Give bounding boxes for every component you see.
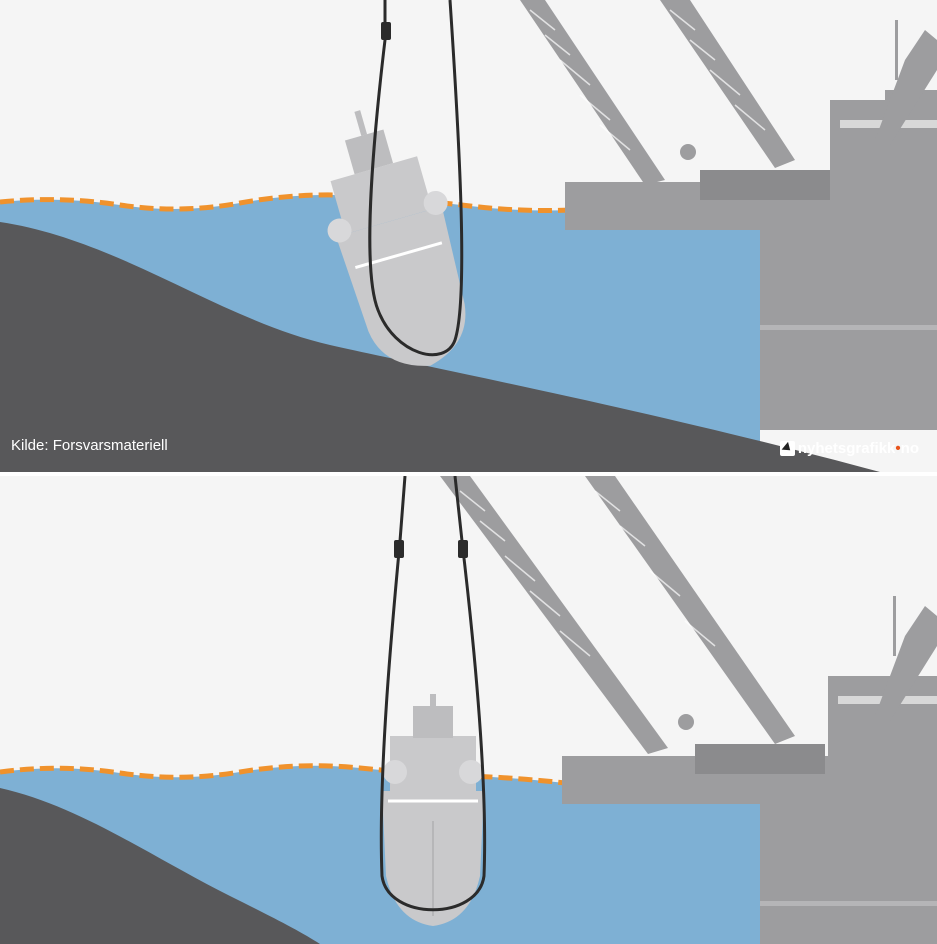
ship-mast [354, 110, 368, 136]
bridge-house [828, 676, 937, 771]
frigate-upright [382, 694, 484, 926]
brand-dot: • [895, 440, 901, 457]
source-label: Kilde: Forsvarsmateriell [11, 437, 168, 454]
deck-housing [700, 170, 830, 200]
chain-shackle [381, 22, 391, 40]
barge-hull [760, 215, 937, 430]
scene-before-lift [0, 0, 937, 472]
brand-prefix: nyhetsgrafikk [797, 440, 896, 457]
hook-block [680, 144, 696, 160]
frigate-tilted [327, 110, 466, 366]
crane-arm-far [875, 30, 937, 145]
cursor-icon [779, 441, 795, 456]
seabed [0, 788, 320, 944]
hook-block [678, 714, 694, 730]
barge-hull [760, 788, 937, 944]
lifting-chain [368, 0, 464, 357]
ship-superstructure [390, 736, 476, 791]
bridge-house [830, 100, 937, 195]
mast [893, 596, 896, 656]
brand-suffix: no [900, 440, 919, 457]
panel-after-lift [0, 476, 937, 944]
ship-radome-right [459, 760, 483, 784]
ship-bridge [413, 706, 453, 738]
crane-barge [440, 476, 937, 944]
lifting-chain [379, 476, 487, 912]
barge-line [760, 325, 937, 330]
crane-boom-right [585, 476, 795, 744]
ship-radome-left [383, 760, 407, 784]
deck-housing [695, 744, 825, 774]
oil-boom [0, 192, 571, 213]
ship-bridge [344, 129, 394, 175]
crane-boom-left [440, 476, 668, 754]
crane-boom-left [520, 0, 665, 185]
boom-lattice [459, 490, 716, 657]
ship-superstructure [330, 156, 433, 234]
ship-radome-left [327, 218, 352, 243]
barge-line [760, 901, 937, 906]
panel-before-lift: Kilde: Forsvarsmateriell nyhetsgrafikk•n… [0, 0, 937, 472]
crane-arm-far [875, 606, 937, 721]
mast [895, 20, 898, 80]
chain-shackle-right [458, 540, 468, 558]
seabed [0, 222, 880, 472]
ship-mast [430, 694, 436, 708]
scene-after-lift [0, 476, 937, 944]
ship-radome-right [423, 190, 448, 215]
brand-logo: nyhetsgrafikk•no [779, 440, 919, 457]
chain-shackle-left [394, 540, 404, 558]
boom-lattice [529, 9, 766, 151]
panel-divider [0, 472, 937, 476]
